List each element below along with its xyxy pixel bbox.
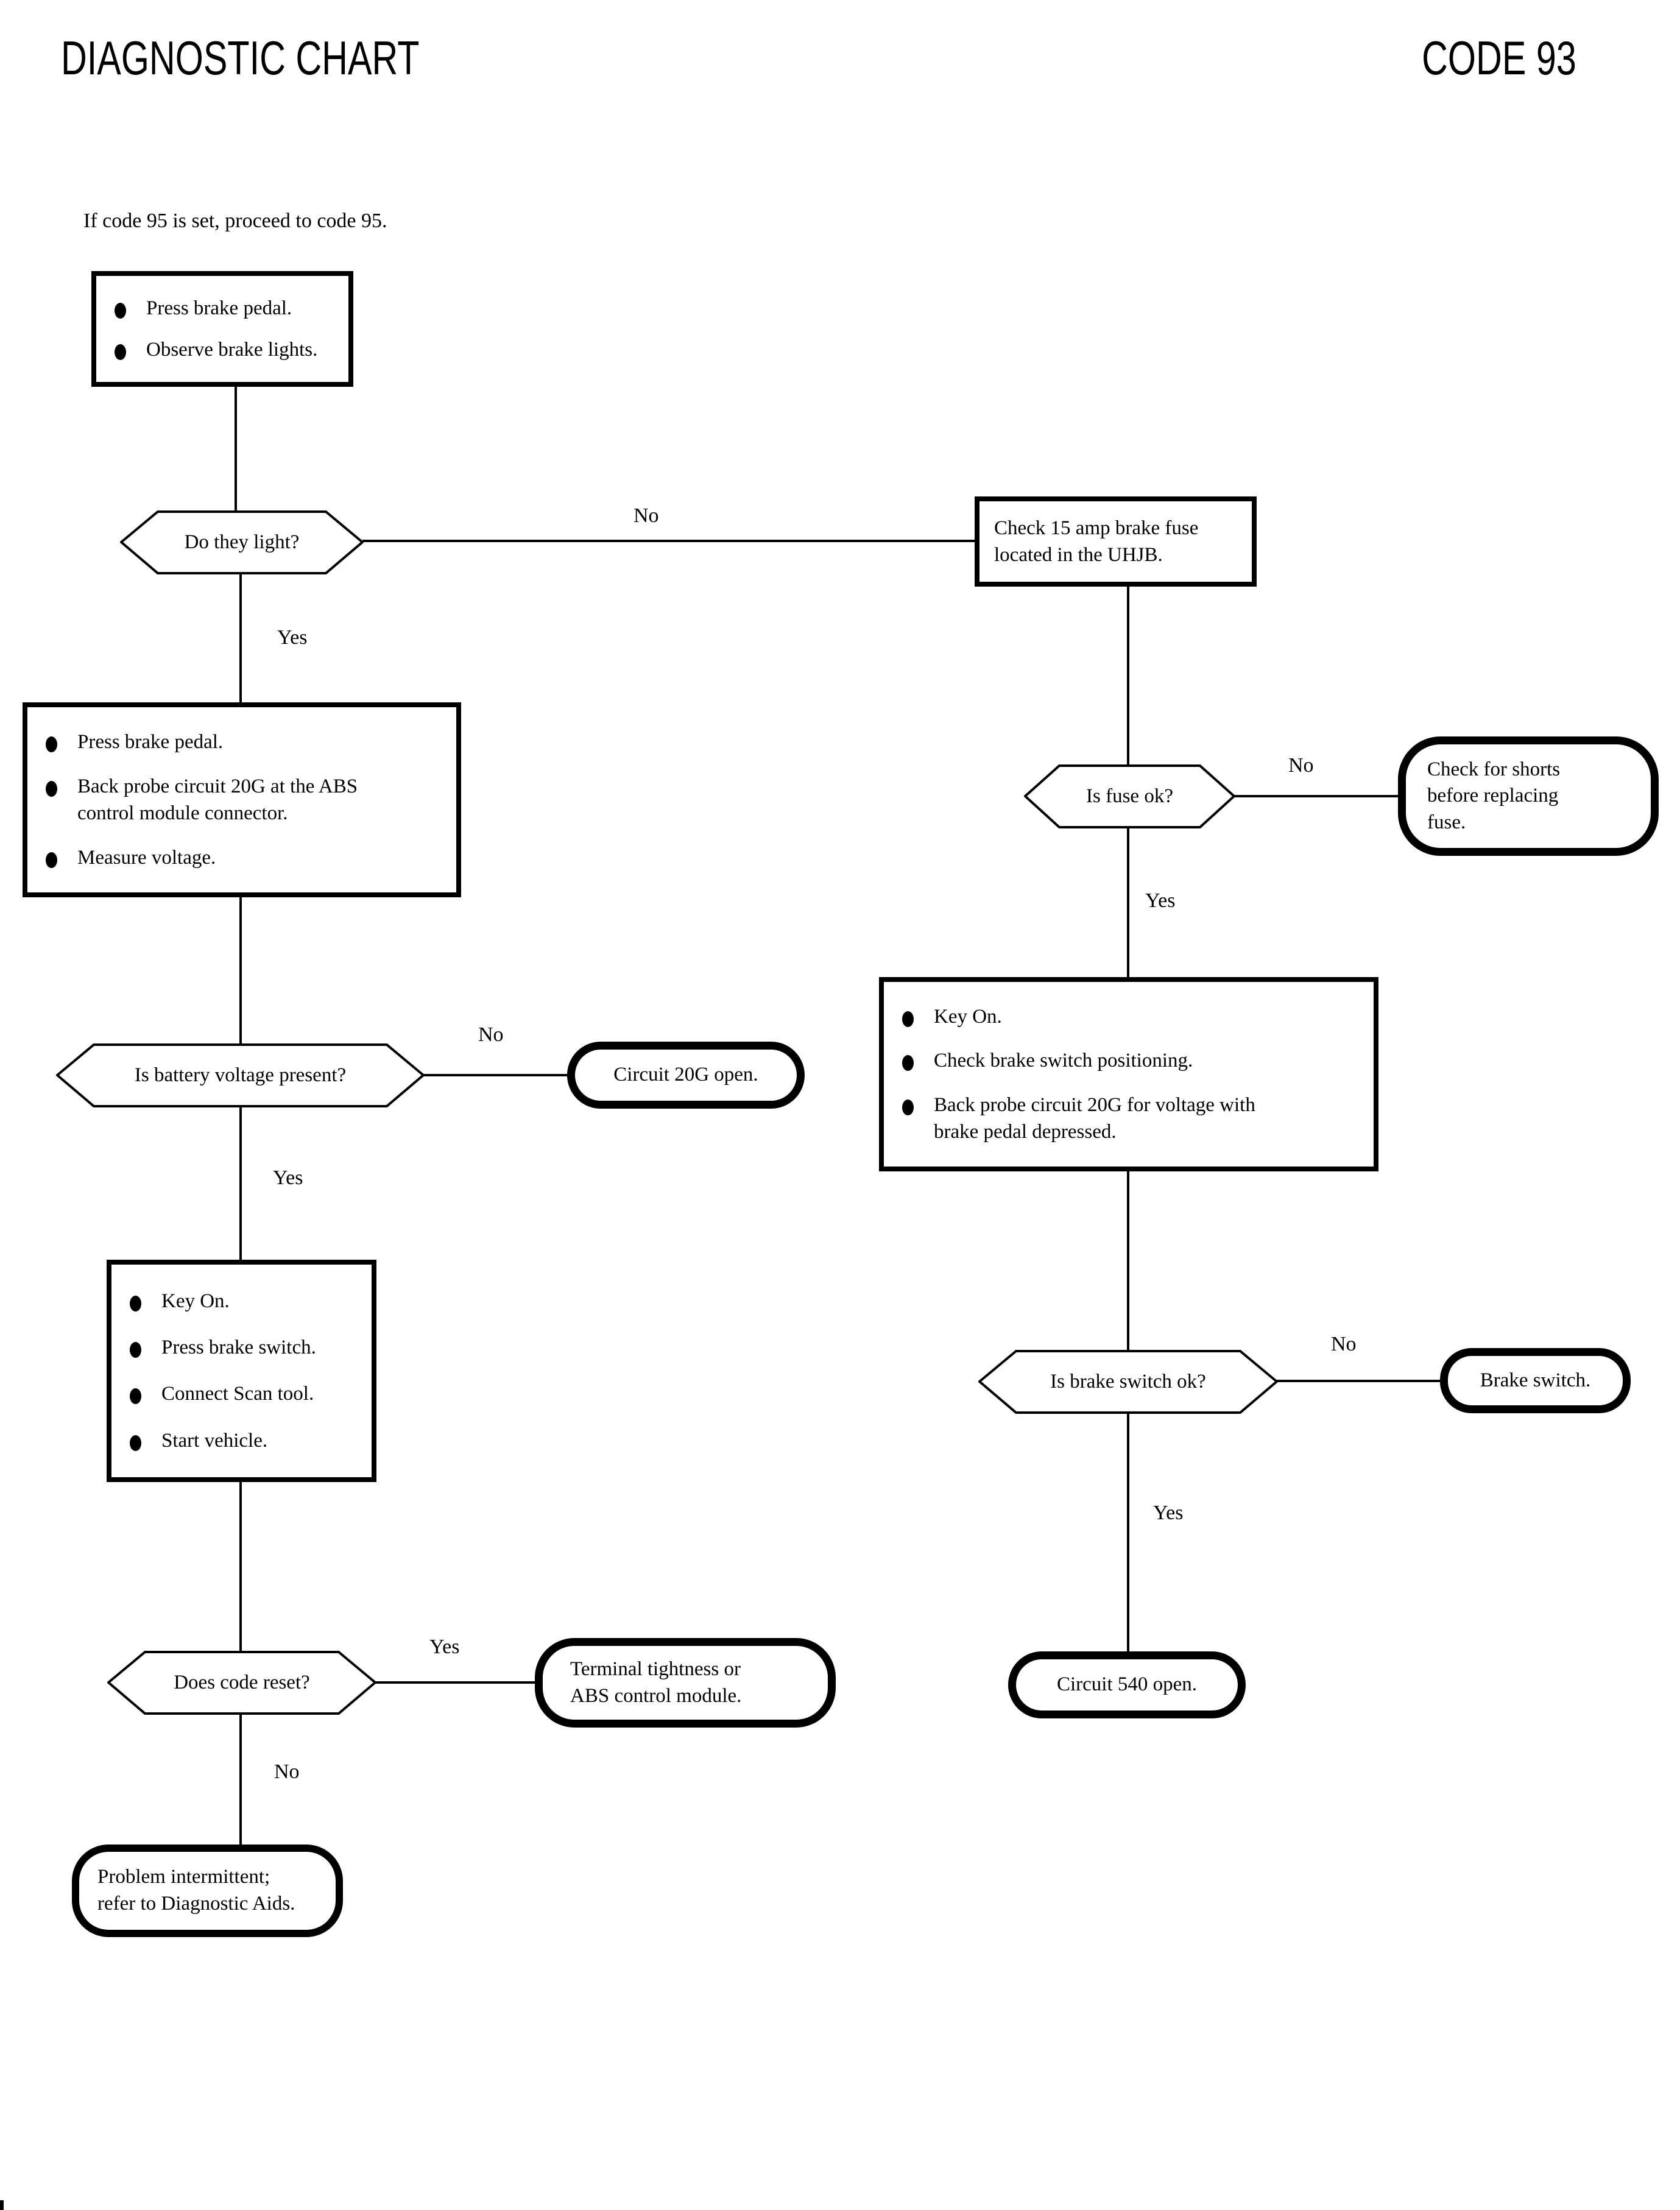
scan-artifact-mark [0, 2200, 4, 2210]
connector-line [1127, 1413, 1129, 1653]
bullet-item: Observe brake lights. [96, 336, 336, 363]
bullet-item: Press brake switch. [111, 1334, 359, 1361]
step-scan-tool-box: Key On. Press brake switch. Connect Scan t… [107, 1260, 376, 1482]
bullet-item: Check brake switch positioning. [884, 1047, 1274, 1074]
decision-label: Does code reset? [174, 1672, 310, 1693]
connector-line [1234, 795, 1399, 797]
connector-line [1277, 1380, 1441, 1382]
connector-line [239, 1714, 242, 1847]
bullet-item: Start vehicle. [111, 1427, 359, 1454]
label-no: No [274, 1760, 300, 1783]
step-observe-brake-lights-box: Press brake pedal. Observe brake lights. [91, 271, 353, 387]
connector-line [239, 1106, 242, 1261]
bullet-item: Press brake pedal. [96, 295, 336, 322]
bullet-item: Back probe circuit 20G for voltage with … [884, 1092, 1274, 1145]
result-circuit-540-open: Circuit 540 open. [1008, 1651, 1246, 1718]
bullet-list: Key On. Press brake switch. Connect Scan t… [111, 1265, 372, 1477]
bullet-item: Back probe circuit 20G at the ABS contro… [27, 773, 381, 827]
page-title: DIAGNOSTIC CHART [61, 31, 420, 85]
decision-is-fuse-ok: Is fuse ok? [1024, 764, 1235, 828]
code-number: CODE 93 [1422, 31, 1576, 85]
connector-line [1127, 585, 1129, 766]
connector-line [1127, 1170, 1129, 1351]
result-brake-switch: Brake switch. [1440, 1348, 1631, 1413]
label-yes: Yes [1153, 1502, 1184, 1524]
connector-line [362, 540, 976, 542]
connector-line [375, 1681, 536, 1684]
connector-line [239, 573, 242, 704]
decision-does-code-reset: Does code reset? [107, 1651, 376, 1715]
connector-line [1127, 827, 1129, 978]
bullet-item: Measure voltage. [27, 844, 381, 871]
connector-line [239, 1481, 242, 1652]
decision-label: Is brake switch ok? [1050, 1371, 1206, 1393]
bullet-list: Key On. Check brake switch positioning. Ba… [884, 982, 1374, 1167]
bullet-item: Connect Scan tool. [111, 1380, 359, 1407]
hexagon-shape [120, 510, 364, 574]
decision-label: Is fuse ok? [1086, 785, 1173, 807]
decision-battery-voltage: Is battery voltage present? [56, 1043, 425, 1107]
check-fuse-box: Check 15 amp brake fuse located in the U… [975, 496, 1257, 587]
bullet-list: Press brake pedal. Observe brake lights. [96, 276, 348, 382]
decision-label: Is battery voltage present? [134, 1064, 347, 1086]
label-no: No [478, 1023, 504, 1046]
bullet-item: Key On. [884, 1003, 1274, 1030]
result-problem-intermittent: Problem intermittent; refer to Diagnosti… [72, 1845, 343, 1937]
connector-line [423, 1074, 568, 1076]
step-brake-switch-box: Key On. Check brake switch positioning. Ba… [879, 977, 1378, 1171]
label-yes: Yes [277, 626, 308, 649]
label-yes: Yes [1145, 889, 1176, 912]
connector-line [235, 386, 237, 512]
decision-is-brake-switch-ok: Is brake switch ok? [978, 1350, 1278, 1414]
decision-label: Do they light? [184, 531, 300, 553]
connector-line [239, 896, 242, 1045]
intro-note: If code 95 is set, proceed to code 95. [83, 210, 387, 232]
result-terminal-tightness: Terminal tightness or ABS control module… [535, 1638, 836, 1728]
bullet-item: Key On. [111, 1288, 359, 1315]
decision-do-they-light: Do they light? [120, 510, 364, 574]
bullet-item: Press brake pedal. [27, 729, 381, 755]
bullet-list: Press brake pedal. Back probe circuit 20G… [27, 707, 456, 892]
label-no: No [1331, 1333, 1357, 1355]
label-yes: Yes [429, 1636, 460, 1658]
label-no: No [634, 504, 659, 527]
label-yes: Yes [273, 1167, 303, 1189]
step-back-probe-box: Press brake pedal. Back probe circuit 20G… [23, 702, 461, 897]
result-circuit-20g-open: Circuit 20G open. [567, 1042, 805, 1109]
label-no: No [1288, 754, 1314, 777]
result-check-for-shorts: Check for shorts before replacing fuse. [1398, 736, 1659, 856]
